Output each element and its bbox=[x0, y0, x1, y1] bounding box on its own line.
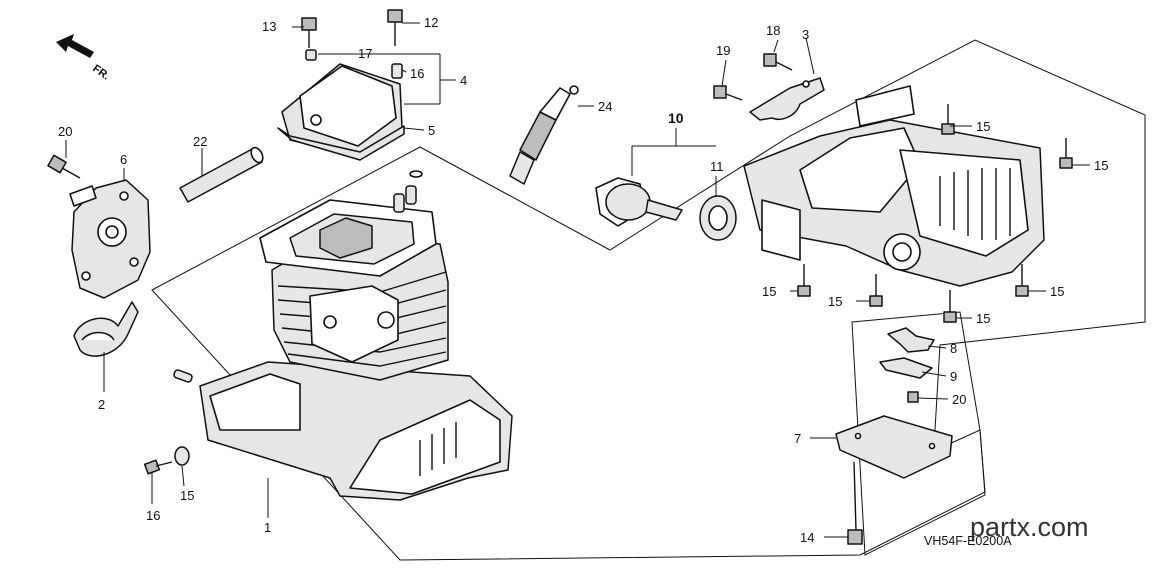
gasket-8 bbox=[887, 327, 935, 353]
callout-13: 13 bbox=[262, 19, 276, 34]
callout-9: 9 bbox=[950, 369, 957, 384]
callout-8: 8 bbox=[950, 341, 957, 356]
callout-6: 6 bbox=[120, 152, 127, 167]
callout-20-upper: 18 bbox=[766, 23, 780, 38]
cover-plate-7 bbox=[835, 415, 953, 479]
callout-1: 1 bbox=[264, 520, 271, 535]
washer-11 bbox=[699, 195, 737, 241]
callout-17: 15 bbox=[180, 488, 194, 503]
bolt-20-upper bbox=[763, 53, 793, 71]
bolt-12 bbox=[387, 9, 403, 46]
front-direction-label: FR. bbox=[90, 63, 111, 83]
front-direction-arrow: FR. bbox=[56, 34, 112, 83]
dowel-18 bbox=[391, 63, 403, 79]
spark-plug bbox=[509, 85, 579, 185]
long-bolt-14 bbox=[847, 461, 863, 545]
callout-24: 24 bbox=[598, 99, 612, 114]
bolt-15-b bbox=[1059, 138, 1073, 169]
plate-9 bbox=[879, 357, 933, 379]
callout-15-b: 15 bbox=[1094, 158, 1108, 173]
bolt-15-f bbox=[1015, 264, 1029, 297]
cover-group-frame bbox=[851, 311, 986, 556]
screw-16 bbox=[143, 459, 173, 475]
callout-3: 3 bbox=[802, 27, 809, 42]
callout-15-a: 15 bbox=[976, 119, 990, 134]
callout-20-lower: 19 bbox=[716, 43, 730, 58]
callout-16: 16 bbox=[146, 508, 160, 523]
bolt-15-a bbox=[941, 104, 955, 135]
bolt-15-e bbox=[943, 290, 957, 323]
screw-22 bbox=[907, 391, 919, 403]
callout-4: 4 bbox=[460, 73, 467, 88]
callout-15-d: 15 bbox=[828, 294, 842, 309]
callout-19: 17 bbox=[358, 46, 372, 61]
callout-2: 2 bbox=[98, 397, 105, 412]
callout-11: 11 bbox=[710, 159, 724, 174]
callout-18: 16 bbox=[410, 66, 424, 81]
bolt-13 bbox=[301, 17, 317, 48]
callout-14: 14 bbox=[800, 530, 814, 545]
callout-21: 20 bbox=[58, 124, 72, 139]
leader-lines bbox=[65, 22, 1090, 538]
screw-21 bbox=[47, 154, 81, 179]
bolt-15-c bbox=[797, 264, 811, 297]
collar-19 bbox=[305, 49, 317, 61]
callout-10: 10 bbox=[668, 110, 684, 126]
callout-labels: 13 12 17 16 4 5 20 6 22 2 16 15 1 24 10 … bbox=[58, 15, 1108, 545]
head-cover bbox=[277, 63, 405, 161]
fan-cover-plate bbox=[69, 179, 151, 299]
fuel-valve bbox=[595, 177, 683, 227]
bolt-20-lower bbox=[713, 85, 743, 101]
clamp-2 bbox=[73, 301, 139, 357]
callout-5: 5 bbox=[428, 123, 435, 138]
crankcase bbox=[743, 85, 1045, 287]
clamp-3 bbox=[749, 77, 825, 121]
callout-22: 20 bbox=[952, 392, 966, 407]
washer-17 bbox=[174, 446, 190, 466]
bolt-15-d bbox=[869, 274, 883, 307]
callout-23: 22 bbox=[193, 134, 207, 149]
callout-15-c: 15 bbox=[762, 284, 776, 299]
callout-7: 7 bbox=[794, 431, 801, 446]
cylinder-assembly bbox=[173, 199, 513, 501]
diagram-code: VH54F-E0200A bbox=[924, 534, 1012, 548]
callout-12: 12 bbox=[424, 15, 438, 30]
partx-watermark: partx.com bbox=[970, 512, 1089, 542]
cylinder-dowels bbox=[393, 170, 423, 213]
callout-15-e: 15 bbox=[976, 311, 990, 326]
callout-15-f: 15 bbox=[1050, 284, 1064, 299]
tube-23 bbox=[179, 146, 264, 203]
